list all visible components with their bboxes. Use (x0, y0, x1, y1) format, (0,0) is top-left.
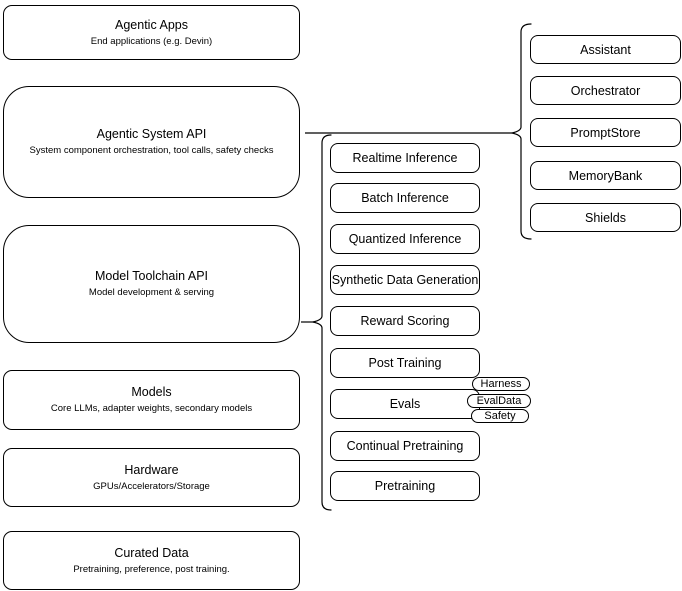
node-realtime-inference: Realtime Inference (330, 143, 480, 173)
node-title: Curated Data (114, 545, 189, 560)
node-label: PromptStore (570, 125, 641, 140)
node-subtitle: System component orchestration, tool cal… (29, 145, 274, 156)
node-label: Realtime Inference (352, 151, 458, 165)
node-batch-inference: Batch Inference (330, 183, 480, 213)
node-label: Continual Pretraining (346, 439, 464, 453)
middle-column-bracket (312, 134, 332, 511)
node-models: Models Core LLMs, adapter weights, secon… (3, 370, 300, 430)
node-label: Quantized Inference (348, 232, 462, 246)
node-curated-data: Curated Data Pretraining, preference, po… (3, 531, 300, 590)
node-label: Orchestrator (570, 83, 641, 98)
node-subtitle: Core LLMs, adapter weights, secondary mo… (50, 403, 253, 414)
node-assistant: Assistant (530, 35, 681, 64)
node-synthetic-data-generation: Synthetic Data Generation (330, 265, 480, 295)
node-label: Assistant (580, 42, 631, 57)
node-title: Model Toolchain API (94, 269, 209, 283)
node-shields: Shields (530, 203, 681, 232)
node-subtitle: GPUs/Accelerators/Storage (93, 480, 210, 492)
node-label: Reward Scoring (360, 314, 450, 328)
node-label: Evals (389, 397, 421, 411)
node-hardware: Hardware GPUs/Accelerators/Storage (3, 448, 300, 507)
node-orchestrator: Orchestrator (530, 76, 681, 105)
node-label: Pretraining (374, 479, 436, 493)
node-agentic-apps: Agentic Apps End applications (e.g. Devi… (3, 5, 300, 60)
node-title: Agentic Apps (115, 17, 188, 32)
node-continual-pretraining: Continual Pretraining (330, 431, 480, 461)
node-title: Models (131, 385, 172, 399)
node-label: Synthetic Data Generation (331, 273, 479, 287)
node-label: Post Training (368, 356, 442, 370)
node-title: Agentic System API (96, 127, 207, 141)
node-memorybank: MemoryBank (530, 161, 681, 190)
node-label: Shields (585, 210, 626, 225)
right-column-bracket (511, 23, 532, 240)
node-quantized-inference: Quantized Inference (330, 224, 480, 254)
node-promptstore: PromptStore (530, 118, 681, 147)
node-evals: Evals (330, 389, 480, 419)
tag-harness: Harness (472, 377, 530, 391)
node-pretraining: Pretraining (330, 471, 480, 501)
node-agentic-system-api: Agentic System API System component orch… (3, 86, 300, 198)
node-subtitle: Model development & serving (88, 287, 215, 298)
node-model-toolchain-api: Model Toolchain API Model development & … (3, 225, 300, 343)
node-reward-scoring: Reward Scoring (330, 306, 480, 336)
node-subtitle: Pretraining, preference, post training. (73, 563, 230, 575)
node-label: Batch Inference (361, 191, 449, 205)
tag-evaldata: EvalData (467, 394, 531, 408)
tag-label: EvalData (476, 395, 522, 407)
node-post-training: Post Training (330, 348, 480, 378)
tag-label: Safety (484, 410, 516, 422)
tag-safety: Safety (471, 409, 529, 423)
node-subtitle: End applications (e.g. Devin) (90, 35, 213, 47)
tag-label: Harness (480, 378, 522, 390)
node-label: MemoryBank (568, 168, 643, 183)
node-title: Hardware (124, 462, 179, 477)
